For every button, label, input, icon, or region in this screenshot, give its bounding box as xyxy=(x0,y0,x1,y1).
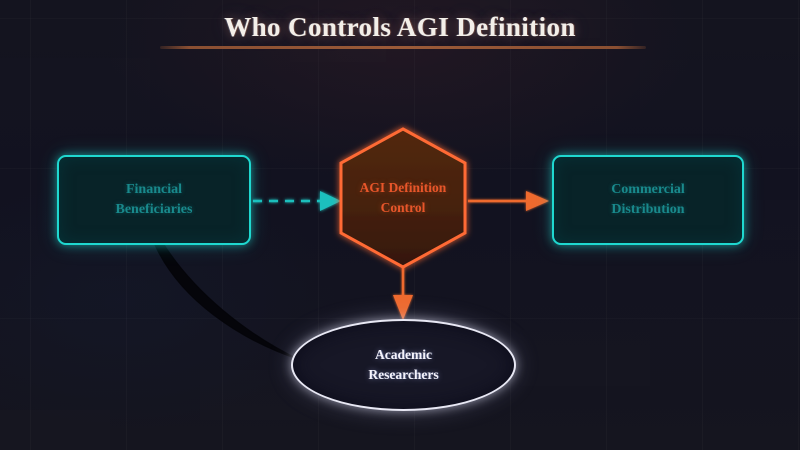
node-commercial-distribution-label: Commercial Distribution xyxy=(611,181,685,217)
hexagon-shape xyxy=(339,127,467,269)
title-underline xyxy=(160,46,646,49)
edge-agi-to-commercial-arrowhead xyxy=(526,191,549,211)
edge-agi-to-academic-arrowhead xyxy=(393,295,413,320)
page-title: Who Controls AGI Definition xyxy=(224,12,576,42)
node-commercial-distribution[interactable]: Commercial Distribution xyxy=(552,155,744,245)
node-financial-beneficiaries-label: Financial Beneficiaries xyxy=(115,181,193,217)
node-academic-researchers[interactable]: Academic Researchers xyxy=(291,319,516,411)
edge-financial-to-academic xyxy=(154,242,301,361)
node-financial-beneficiaries[interactable]: Financial Beneficiaries xyxy=(57,155,251,245)
node-agi-definition-control[interactable]: AGI Definition Control xyxy=(338,126,468,270)
node-agi-definition-control-label: AGI Definition Control xyxy=(359,180,447,215)
node-academic-researchers-label: Academic Researchers xyxy=(368,346,439,382)
